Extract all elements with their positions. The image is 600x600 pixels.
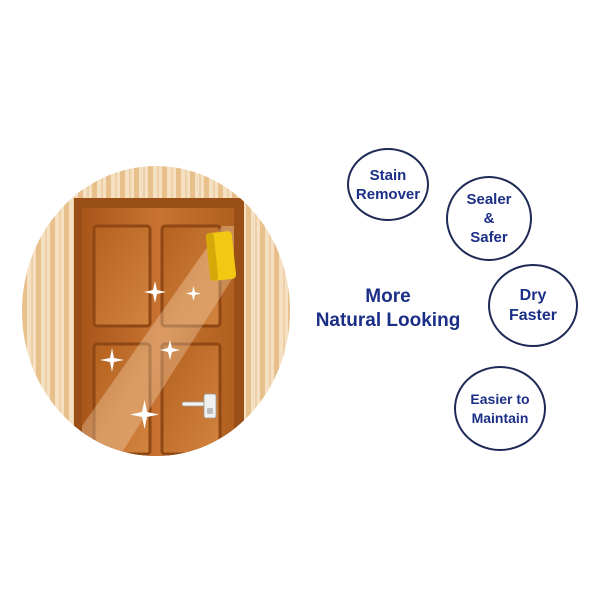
feature-stain-remover: Stain Remover <box>347 148 429 221</box>
feature-sealer-safer-label: Sealer & Safer <box>466 191 512 246</box>
sponge-icon <box>205 231 237 281</box>
feature-stain-remover-label: Stain Remover <box>355 166 421 203</box>
feature-sealer-safer: Sealer & Safer <box>446 176 532 261</box>
feature-dry-faster: Dry Faster <box>488 264 578 347</box>
door-handle-icon <box>181 393 217 419</box>
feature-easier-to-maintain-label: Easier to Maintain <box>470 390 530 426</box>
feature-easier-to-maintain: Easier to Maintain <box>454 366 546 451</box>
headline-more-natural-looking: More Natural Looking <box>315 286 461 331</box>
feature-dry-faster-label: Dry Faster <box>508 286 558 324</box>
door-illustration <box>22 166 290 456</box>
sparkle-icons <box>100 281 201 429</box>
